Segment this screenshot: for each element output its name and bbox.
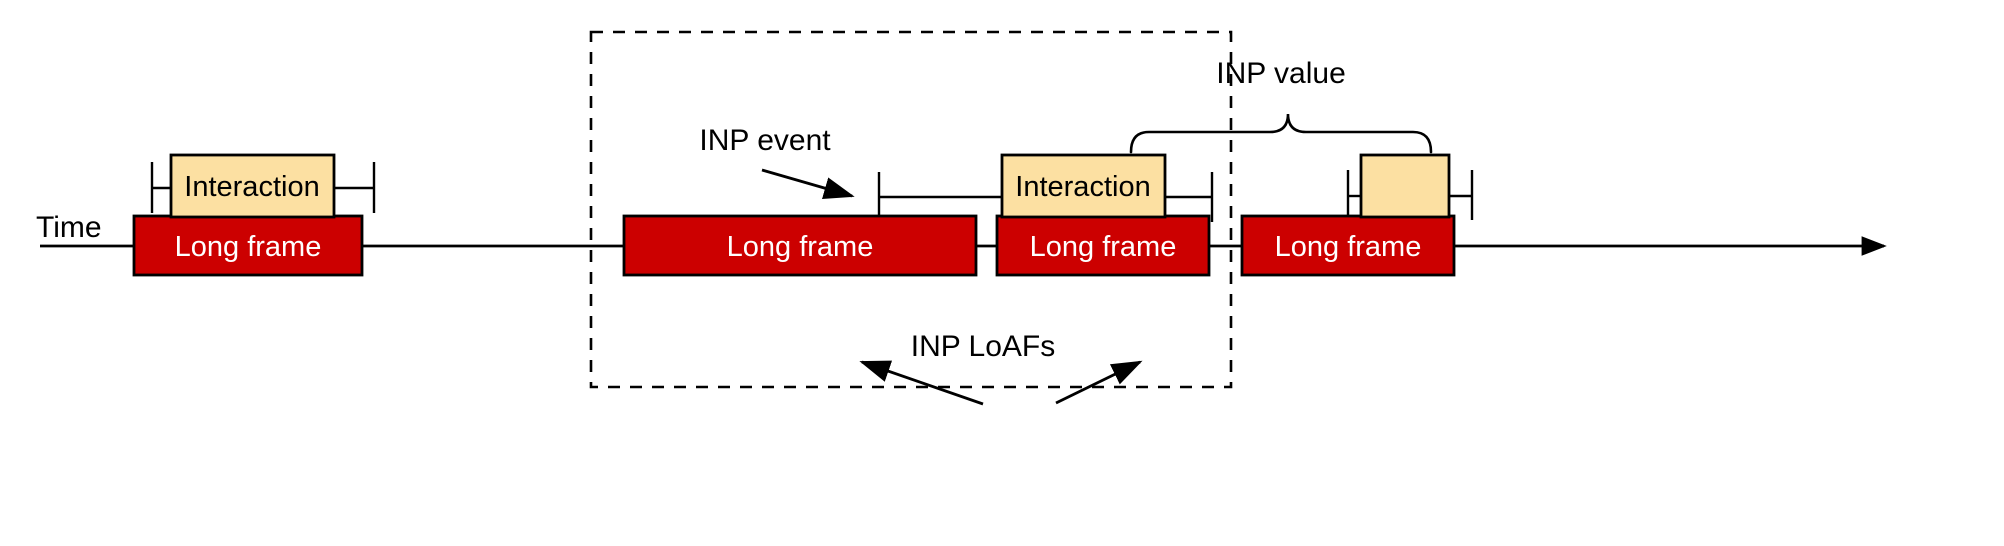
long-frame-1-label: Long frame	[175, 231, 322, 263]
inp-event-arrow	[761, 168, 855, 199]
inp-highlight-region	[589, 30, 1233, 389]
interaction-bracket-1	[150, 162, 376, 213]
interaction-3	[1359, 153, 1451, 219]
long-frame-3: Long frame	[995, 214, 1211, 277]
interaction-1-label: Interaction	[184, 171, 319, 203]
inp-loafs-arrow-right	[1055, 360, 1143, 405]
long-frame-2-label: Long frame	[727, 231, 874, 263]
long-frame-3-label: Long frame	[1030, 231, 1177, 263]
long-frame-4: Long frame	[1240, 214, 1456, 277]
time-axis-label: Time	[36, 211, 102, 244]
interaction-bracket-2	[877, 172, 1214, 222]
inp-loafs-arrow-left	[859, 360, 984, 406]
inp-loafs-label: INP LoAFs	[911, 330, 1056, 363]
long-frame-1: Long frame	[132, 214, 364, 277]
interaction-1: Interaction	[169, 153, 336, 219]
inp-value-label: INP value	[1216, 57, 1346, 90]
interaction-2-label: Interaction	[1015, 171, 1150, 203]
inp-value-brace	[1129, 113, 1433, 154]
interaction-2: Interaction	[1000, 153, 1167, 219]
long-frame-2: Long frame	[622, 214, 978, 277]
interaction-bracket-3	[1346, 170, 1474, 220]
inp-event-label: INP event	[699, 124, 831, 157]
long-frame-4-label: Long frame	[1275, 231, 1422, 263]
